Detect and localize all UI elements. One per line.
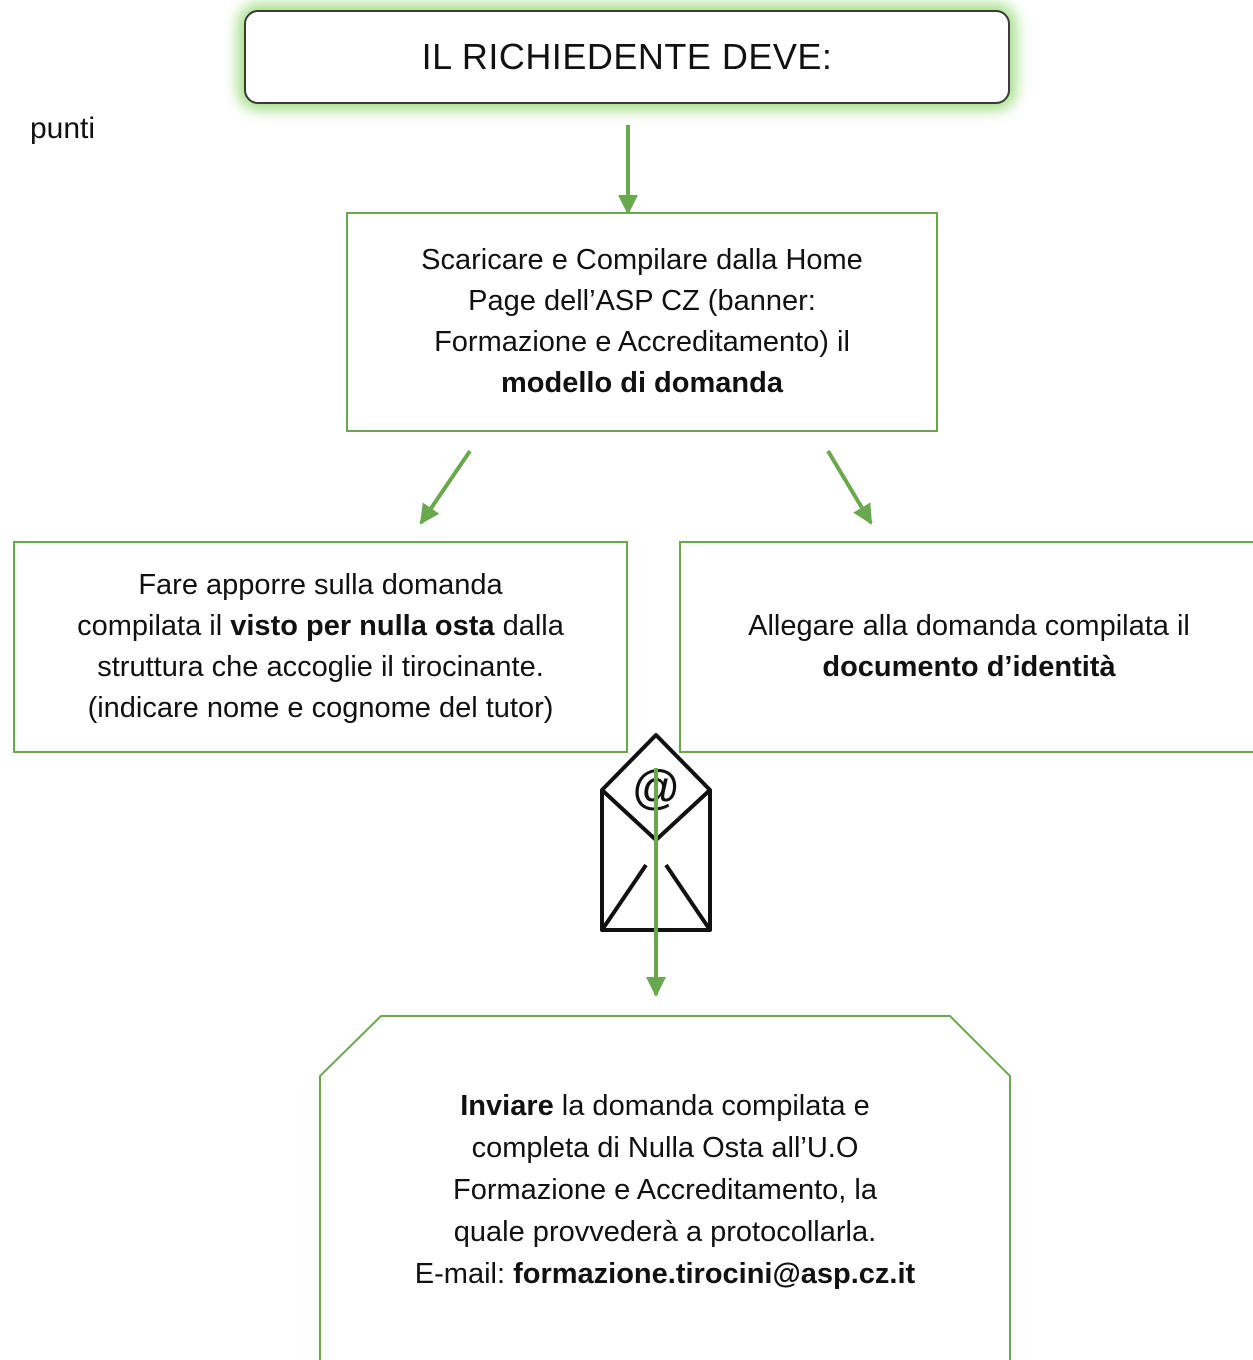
header-title: IL RICHIEDENTE DEVE: (421, 36, 833, 77)
header-box: IL RICHIEDENTE DEVE: (244, 10, 1010, 104)
step2-right-box: Allegare alla domanda compilata il docum… (679, 541, 1253, 753)
step1-line3: Formazione e Accreditamento) il (434, 326, 850, 358)
step2-left-line3: struttura che accoglie il tirocinante. (97, 651, 544, 683)
step2-left-line1: Fare apporre sulla domanda (138, 568, 503, 601)
step2-left-line2-post: dalla (494, 609, 564, 642)
step2-right-bold: documento d’identità (822, 651, 1116, 683)
final-bold-lead: Inviare (460, 1089, 554, 1122)
final-text: Inviare la domanda compilata e completa … (320, 1020, 1010, 1360)
final-line2: completa di Nulla Osta all’U.O (471, 1131, 859, 1164)
final-line4: quale provvederà a protocollarla. (453, 1216, 877, 1249)
final-line1-rest: la domanda compilata e (553, 1089, 870, 1122)
final-line3: Formazione e Accreditamento, la (453, 1173, 877, 1206)
step1-line1: Scaricare e Compilare dalla Home (421, 243, 863, 276)
final-email: formazione.tirocini@asp.cz.it (513, 1258, 916, 1291)
step2-left-bold: visto per nulla osta (230, 609, 495, 642)
step1-line2: Page dell’ASP CZ (banner: (468, 284, 816, 317)
step2-right-line1: Allegare alla domanda compilata il (748, 609, 1190, 642)
final-box (319, 1015, 1011, 1360)
final-email-label: E-mail: (414, 1258, 514, 1291)
step1-bold: modello di domanda (501, 367, 783, 400)
arrow-step1-to-left (419, 449, 472, 525)
step2-left-box: Fare apporre sulla domanda compilata il … (13, 541, 628, 753)
step1-box: Scaricare e Compilare dalla Home Page de… (346, 212, 938, 432)
step2-left-line2-pre: compilata il (77, 609, 231, 642)
step2-left-line4: (indicare nome e cognome del tutor) (87, 692, 554, 725)
side-text: punti (30, 112, 96, 145)
arrow-step1-to-right (826, 449, 873, 525)
